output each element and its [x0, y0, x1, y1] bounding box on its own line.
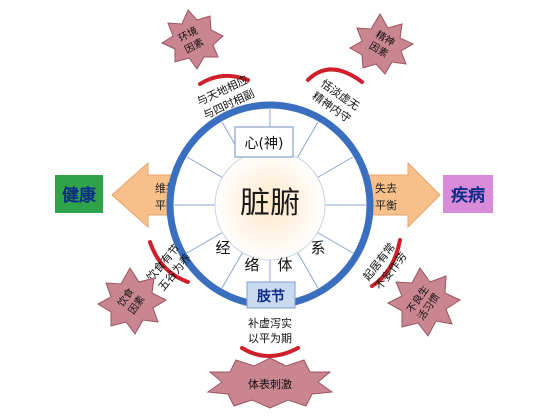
health-label: 健康 — [62, 185, 97, 206]
xin-label: 心(神) — [245, 136, 284, 152]
factor-external: 体表刺激 — [248, 377, 292, 391]
red-arcs — [148, 67, 402, 358]
center-title: 脏腑 — [240, 186, 300, 221]
xin-box — [234, 126, 294, 158]
disease-box — [443, 175, 493, 213]
jingluo-char-1: 经 — [215, 239, 230, 257]
burst-external — [206, 357, 334, 409]
svg-text:以平为期: 以平为期 — [248, 332, 292, 345]
svg-text:补虚泻实: 补虚泻实 — [248, 316, 292, 330]
jingluo-char-4: 系 — [310, 239, 325, 257]
health-box — [55, 175, 103, 213]
zhijie-label: 肢节 — [257, 288, 285, 305]
burst-mental — [349, 13, 415, 75]
right-arrow-line2: 平衡 — [375, 199, 397, 212]
burst-lifestyle — [386, 267, 462, 337]
principle-tonify: 补虚泻实 以平为期 — [248, 316, 292, 345]
jingluo-char-3: 体 — [277, 256, 292, 274]
disease-label: 疾病 — [451, 185, 485, 206]
jingluo-char-2: 络 — [244, 256, 259, 274]
right-arrow-line1: 失去 — [375, 182, 397, 195]
burst-environment — [160, 9, 224, 70]
zhijie-box — [246, 281, 296, 309]
burst-diet — [96, 267, 168, 335]
